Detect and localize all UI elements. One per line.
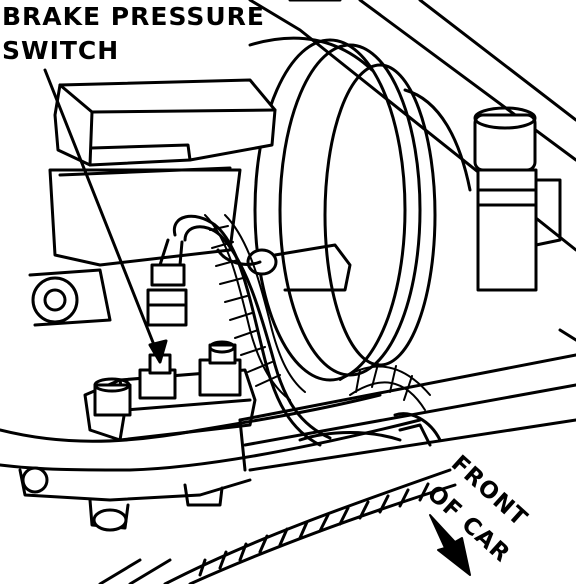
- master-cylinder: [28, 78, 277, 327]
- mounting-bracket: [0, 393, 422, 532]
- reservoir-cap: [473, 106, 562, 292]
- callout-label-line2: SWITCH: [2, 36, 120, 65]
- valve-block: [83, 340, 257, 442]
- front-direction-arrow: [429, 514, 471, 576]
- brake-booster: [248, 36, 472, 382]
- callout-leader: [43, 68, 168, 364]
- frame-rail: [98, 353, 576, 584]
- callout-label-line1: BRAKE PRESSURE: [2, 2, 265, 31]
